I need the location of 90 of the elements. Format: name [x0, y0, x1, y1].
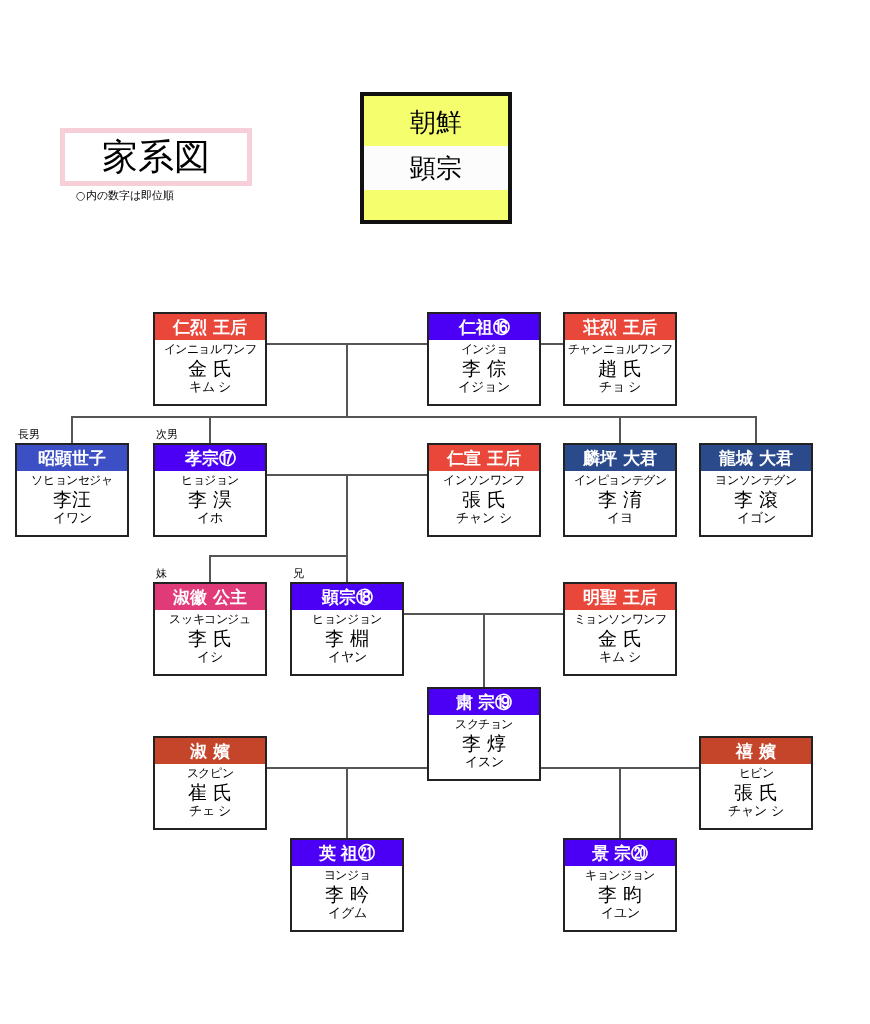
- relation-label: 妹: [156, 567, 167, 581]
- card-title: 景 宗⑳: [565, 840, 675, 866]
- name-text: 李 昀: [596, 883, 643, 905]
- title-box: 家系図: [60, 128, 252, 186]
- reading-text: ミョンソンワンフ: [572, 611, 668, 627]
- person-card: [427, 443, 541, 537]
- marriage-line: [540, 343, 564, 345]
- reading-text: ヨンジョ: [322, 867, 372, 883]
- person-card: [563, 312, 677, 406]
- card-title: 荘烈 王后: [565, 314, 675, 340]
- card-title: 淑徽 公主: [155, 584, 265, 610]
- reading-text: イゴン: [735, 510, 777, 525]
- relation-label: 長男: [18, 428, 40, 442]
- reading-text: ソヒョンセジャ: [30, 472, 114, 488]
- name-text: 趙 氏: [596, 357, 643, 379]
- reading-text: インジョ: [459, 341, 509, 357]
- panel-name: 顕宗: [364, 146, 508, 190]
- reading-text: イジョン: [457, 379, 511, 394]
- reading-text: スクピン: [185, 765, 235, 781]
- reading-text: インソンワンフ: [442, 472, 526, 488]
- person-card: [699, 736, 813, 830]
- name-text: 金 氏: [186, 357, 233, 379]
- reading-text: イヤン: [326, 649, 368, 664]
- name-text: 崔 氏: [186, 781, 233, 803]
- person-card: [290, 838, 404, 932]
- name-text: 李 氏: [186, 627, 233, 649]
- relation-label: 次男: [156, 428, 178, 442]
- person-card: [15, 443, 129, 537]
- person-card: [153, 736, 267, 830]
- card-title: 粛 宗⑲: [429, 689, 539, 715]
- name-text: 張 氏: [460, 488, 507, 510]
- card-title: 明聖 王后: [565, 584, 675, 610]
- reading-text: キム シ: [597, 649, 643, 664]
- card-title: 禧 嬪: [701, 738, 811, 764]
- person-card: [563, 582, 677, 676]
- name-text: 金 氏: [596, 627, 643, 649]
- person-card: [153, 443, 267, 537]
- person-card: [290, 582, 404, 676]
- name-text: 李 滾: [732, 488, 779, 510]
- title-panel: [360, 92, 512, 224]
- person-card: [699, 443, 813, 537]
- person-card: [153, 312, 267, 406]
- card-title: 仁烈 王后: [155, 314, 265, 340]
- reading-text: ヒビン: [737, 765, 775, 781]
- reading-text: ヒョジョン: [180, 472, 240, 488]
- reading-text: ヨンソンテグン: [714, 472, 798, 488]
- reading-text: キョンジョン: [584, 867, 656, 883]
- person-card: [153, 582, 267, 676]
- reading-text: イユン: [599, 905, 641, 920]
- reading-text: チャンニョルワンフ: [566, 341, 674, 357]
- reading-text: イホ: [196, 510, 224, 525]
- card-title: 昭顕世子: [17, 445, 127, 471]
- card-title: 顕宗⑱: [292, 584, 402, 610]
- reading-text: チェ シ: [187, 803, 233, 818]
- reading-text: キム シ: [187, 379, 233, 394]
- reading-text: イスン: [463, 754, 505, 769]
- reading-text: イワン: [51, 510, 93, 525]
- person-card: [427, 312, 541, 406]
- name-text: 李 焞: [460, 732, 507, 754]
- name-text: 李 淏: [186, 488, 233, 510]
- name-text: 李 淯: [596, 488, 643, 510]
- name-text: 李 昑: [323, 883, 370, 905]
- card-title: 麟坪 大君: [565, 445, 675, 471]
- reading-text: スッキコンジュ: [168, 611, 252, 627]
- person-card: [563, 443, 677, 537]
- reading-text: チョ シ: [597, 379, 643, 394]
- name-text: 李 倧: [460, 357, 507, 379]
- note-text: ○内の数字は即位順: [76, 189, 174, 203]
- name-text: 李汪: [52, 488, 92, 510]
- reading-text: ヒョンジョン: [311, 611, 383, 627]
- card-title: 淑 嬪: [155, 738, 265, 764]
- reading-text: チャン シ: [455, 510, 513, 525]
- name-text: 李 棩: [323, 627, 370, 649]
- relation-label: 兄: [293, 567, 304, 581]
- reading-text: イシ: [196, 649, 224, 664]
- name-text: 張 氏: [732, 781, 779, 803]
- person-card: [563, 838, 677, 932]
- card-title: 仁祖⑯: [429, 314, 539, 340]
- card-title: 仁宣 王后: [429, 445, 539, 471]
- reading-text: イヨ: [606, 510, 634, 525]
- card-title: 龍城 大君: [701, 445, 811, 471]
- reading-text: チャン シ: [727, 803, 785, 818]
- reading-text: イグム: [326, 905, 368, 920]
- reading-text: インピョンテグン: [572, 472, 668, 488]
- reading-text: スクチョン: [454, 716, 514, 732]
- card-title: 英 祖㉑: [292, 840, 402, 866]
- panel-heading: 朝鮮: [409, 106, 463, 139]
- card-title: 孝宗⑰: [155, 445, 265, 471]
- person-card: [427, 687, 541, 781]
- reading-text: インニョルワンフ: [162, 341, 258, 357]
